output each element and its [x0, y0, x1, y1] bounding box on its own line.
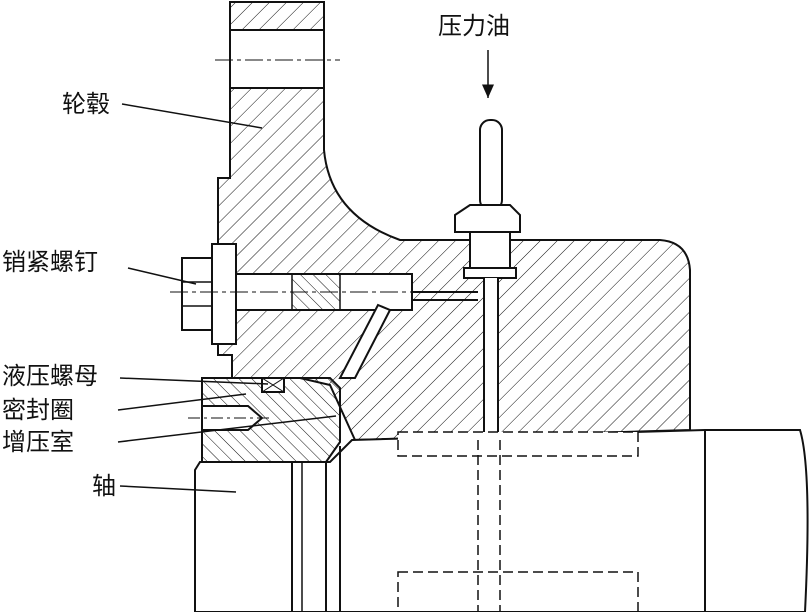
hub [215, 1, 691, 442]
bolt-label: 销紧螺钉 [2, 248, 98, 276]
leader-lines [117, 103, 337, 493]
nut-label: 液压螺母 [2, 362, 98, 390]
shaft [194, 429, 809, 612]
oil-label: 压力油 [438, 12, 510, 40]
locking-bolt [170, 243, 420, 345]
shaft-label: 轴 [92, 472, 116, 500]
seal-label: 密封圈 [2, 396, 74, 424]
hydraulic-nut [188, 377, 341, 463]
oil-pipe [454, 119, 521, 432]
chamber-label: 增压室 [2, 428, 74, 456]
hub-label: 轮毂 [62, 90, 110, 118]
